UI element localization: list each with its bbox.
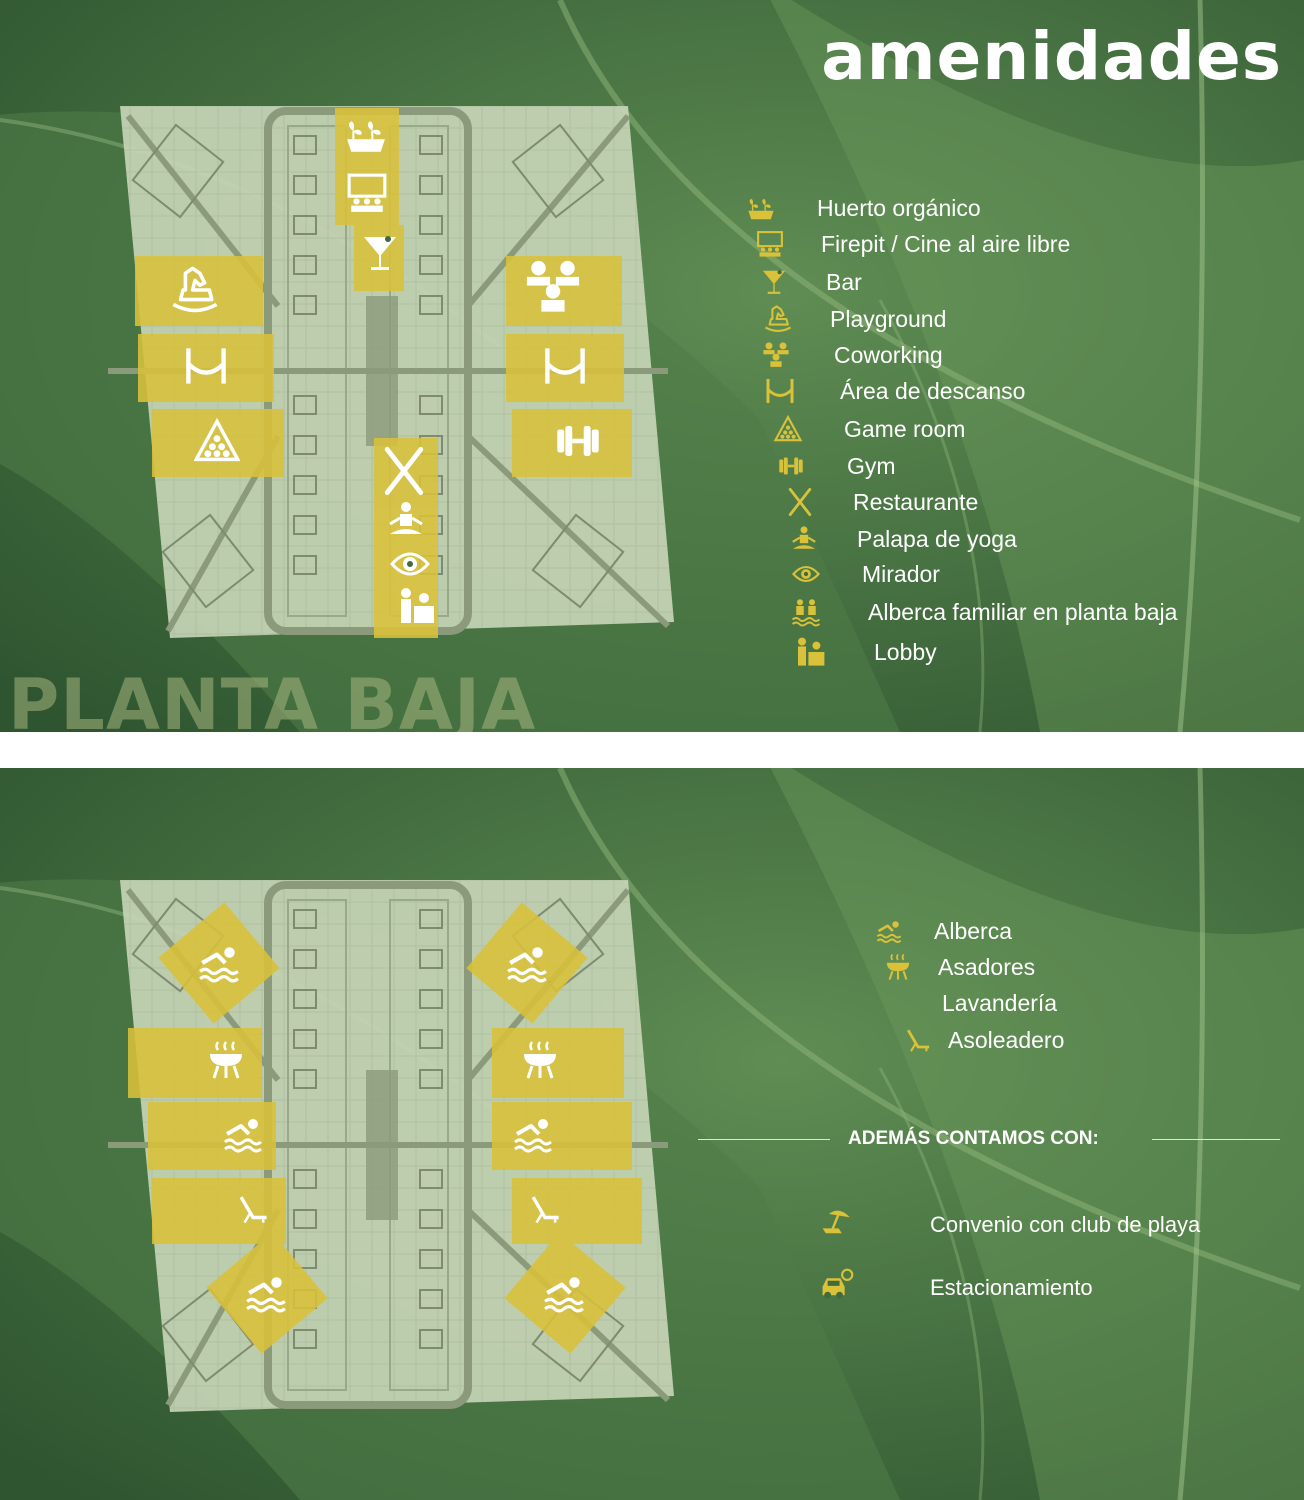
legend-label: Asadores xyxy=(938,953,1036,980)
legend-item: Lavandería xyxy=(902,987,1057,1019)
legend-item: Restaurante xyxy=(786,486,978,518)
legend-item: Playground xyxy=(760,303,946,335)
divider xyxy=(698,1139,830,1140)
legend-item: Palapa de yoga xyxy=(788,523,1017,555)
legend-item: Alberca xyxy=(872,915,1012,947)
legend-label: Asoleadero xyxy=(948,1026,1065,1053)
extras-label: Convenio con club de playa xyxy=(930,1212,1201,1237)
coworking-icon xyxy=(758,339,834,371)
legend-item: Huerto orgánico xyxy=(745,192,981,224)
legend-item: Asadores xyxy=(884,951,1035,983)
laundry-icon xyxy=(902,987,942,1019)
legend-label: Alberca xyxy=(934,917,1012,944)
sunbed-icon xyxy=(904,1024,948,1056)
extras-heading: ADEMÁS CONTAMOS CON: xyxy=(698,1122,1280,1158)
divider xyxy=(1152,1139,1280,1140)
ground-floor-site-plan xyxy=(108,106,678,638)
legend-label: Firepit / Cine al aire libre xyxy=(821,230,1071,257)
extras-heading-text: ADEMÁS CONTAMOS CON: xyxy=(848,1128,1099,1149)
legend-label: Gym xyxy=(847,452,896,479)
legend-item: Bar xyxy=(760,266,862,298)
upper-floor-site-plan xyxy=(108,880,678,1412)
legend-item: Gym xyxy=(772,450,896,482)
legend-label: Bar xyxy=(826,268,862,295)
legend-label: Área de descanso xyxy=(840,377,1026,404)
floor-watermark: PLANTA BAJA xyxy=(8,664,537,732)
extras-item: Estacionamiento xyxy=(818,1268,1093,1308)
eye-icon xyxy=(788,558,862,590)
extras-item: Convenio con club de playa xyxy=(818,1206,1200,1244)
legend-label: Huerto orgánico xyxy=(817,194,981,221)
legend-label: Lobby xyxy=(874,638,937,665)
parking-car-icon xyxy=(818,1268,930,1308)
legend-item: Firepit / Cine al aire libre xyxy=(755,228,1070,260)
grill-icon xyxy=(884,951,938,983)
legend-label: Alberca familiar en planta baja xyxy=(868,598,1178,625)
legend-item: Game room xyxy=(772,413,965,445)
amenities-ground-floor-panel: amenidades PLANTA BAJA xyxy=(0,0,1304,732)
legend-item: Mirador xyxy=(788,558,940,590)
swimmer-icon xyxy=(872,915,934,947)
legend-item: Asoleadero xyxy=(904,1024,1064,1056)
hammock-icon xyxy=(762,375,840,407)
legend-item: Lobby xyxy=(794,636,937,668)
legend-label: Coworking xyxy=(834,341,943,368)
cocktail-icon xyxy=(760,266,826,298)
legend-item: Alberca familiar en planta baja xyxy=(788,596,1177,628)
garden-icon xyxy=(745,192,817,224)
legend-label: Lavandería xyxy=(942,989,1058,1016)
legend-item: Coworking xyxy=(758,339,943,371)
legend-label: Playground xyxy=(830,305,947,332)
billiard-icon xyxy=(772,413,844,445)
page-title: amenidades xyxy=(821,18,1282,95)
cinema-icon xyxy=(755,228,821,260)
legend-label: Mirador xyxy=(862,560,940,587)
legend-item: Área de descanso xyxy=(762,375,1025,407)
legend-label: Restaurante xyxy=(853,488,979,515)
dumbbell-icon xyxy=(772,450,847,482)
amenities-upper-floor-panel: Alberca Asadores Lavandería Asoleadero A… xyxy=(0,768,1304,1500)
legend-label: Game room xyxy=(844,415,966,442)
fork-knife-icon xyxy=(786,486,853,518)
yoga-icon xyxy=(788,523,857,555)
lobby-icon xyxy=(794,636,874,668)
rocking-horse-icon xyxy=(760,303,830,335)
legend-label: Palapa de yoga xyxy=(857,525,1017,552)
family-pool-icon xyxy=(788,596,868,628)
extras-label: Estacionamiento xyxy=(930,1275,1093,1300)
beach-umbrella-icon xyxy=(818,1206,930,1244)
